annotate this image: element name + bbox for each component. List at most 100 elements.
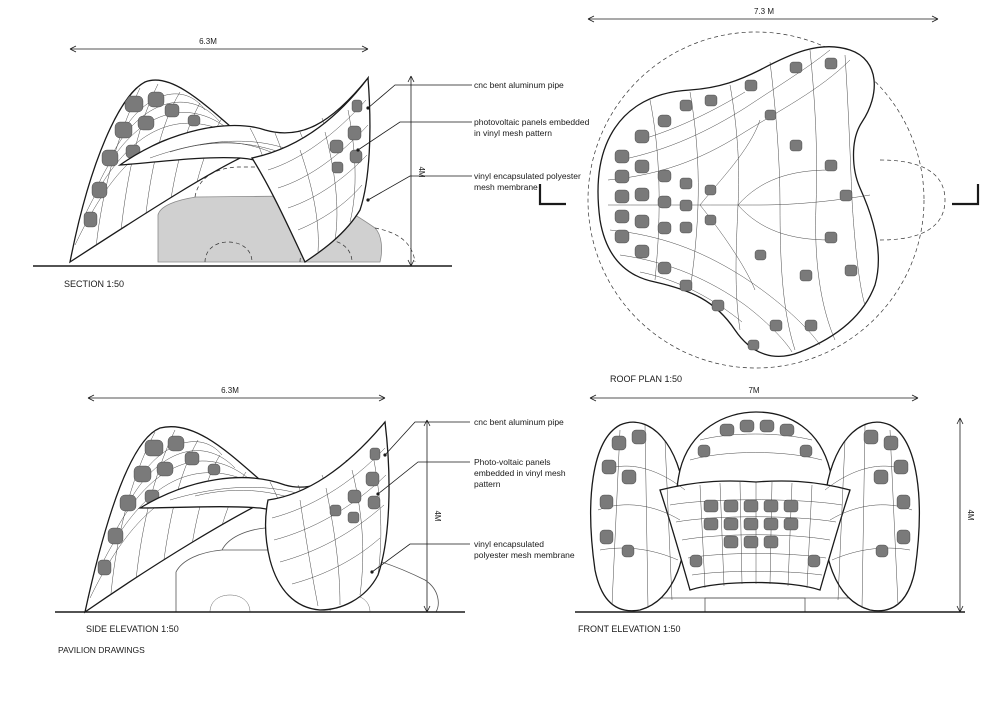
side-height-label: 4M (433, 510, 442, 521)
pv-panel (807, 554, 821, 568)
car-front-bumper (704, 597, 806, 613)
leader-dot (376, 492, 380, 496)
pv-panel (873, 469, 889, 485)
pv-panel (769, 319, 783, 332)
pv-panel (799, 269, 813, 282)
leader-dot (356, 148, 360, 152)
pv-panel (703, 499, 719, 513)
pv-panel (875, 544, 889, 558)
pv-panel (631, 429, 647, 445)
pv-panel (789, 139, 803, 152)
dimension-arrows (407, 75, 415, 267)
callout-membrane-line1: vinyl encapsulated (474, 539, 544, 549)
pv-panel (634, 244, 650, 259)
pv-panel (329, 504, 342, 517)
roof-dashed-projection (879, 159, 946, 241)
callout-leader (377, 461, 470, 495)
side-elevation-drawing: 6.3M 4M (55, 386, 575, 634)
pv-panel (763, 499, 779, 513)
callout-pv-panels-line2: embedded in vinyl mesh (474, 468, 566, 478)
side-width-label: 6.3M (221, 386, 239, 395)
callout-membrane-line2: polyester mesh membrane (474, 550, 575, 560)
pv-panel (824, 231, 838, 244)
pv-panel (763, 535, 779, 549)
section-height-label: 4M (417, 166, 426, 177)
callout-pv-panels-line1: photovoltaic panels embedded (474, 117, 590, 127)
pv-panel (704, 214, 717, 226)
pv-panel (599, 529, 614, 545)
pv-panel (369, 447, 381, 461)
pv-panel (347, 511, 360, 524)
side-panel-grid (89, 429, 276, 606)
pv-panel (614, 149, 630, 164)
pv-panel (804, 319, 818, 332)
pv-panel (107, 527, 124, 545)
leader-dot (366, 106, 370, 110)
pv-panel (144, 439, 164, 457)
right-lobe-mesh (267, 99, 369, 253)
callout-leader (357, 121, 472, 151)
leader-dot (383, 453, 387, 457)
section-caption: SECTION 1:50 (64, 279, 124, 289)
dimension-arrows (87, 394, 386, 402)
leader-dot (366, 198, 370, 202)
pv-panel (167, 435, 185, 452)
pv-panel (789, 61, 803, 74)
pv-panel (697, 444, 711, 458)
callout-leader (371, 543, 470, 573)
front-elevation-drawing: 7M 4M (575, 386, 975, 634)
pv-panel (844, 264, 858, 277)
pv-panel (365, 471, 380, 487)
dimension-arrows (69, 45, 369, 53)
pv-panel (779, 423, 795, 437)
pv-panel (133, 465, 152, 483)
pv-panel (783, 499, 799, 513)
front-tunnel-panels (703, 499, 799, 549)
roof-plan-caption: ROOF PLAN 1:50 (610, 374, 682, 384)
pv-panel (124, 95, 144, 113)
pv-panel (863, 429, 879, 445)
callout-membrane-line1: vinyl encapsulated polyester (474, 171, 581, 181)
pv-panel (824, 159, 838, 172)
pv-panel (799, 444, 813, 458)
sheet-title: PAVILION DRAWINGS (58, 645, 145, 655)
pv-panel (147, 91, 165, 108)
pv-panel (621, 469, 637, 485)
pv-panel (679, 199, 693, 212)
pv-panel (119, 494, 137, 512)
pv-panel (883, 435, 899, 451)
roof-plan-drawing: 7.3 M (538, 7, 980, 384)
pv-panel (184, 451, 200, 466)
pv-panel (349, 149, 363, 164)
pv-panel (614, 209, 630, 224)
front-height-label: 4M (966, 509, 975, 520)
pv-panel (137, 115, 155, 131)
callout-membrane-line2: mesh membrane (474, 182, 538, 192)
pv-panel (634, 159, 650, 174)
front-width-label: 7M (748, 386, 759, 395)
pv-panel (679, 177, 693, 190)
pv-panel (634, 129, 650, 144)
callout-leader (384, 421, 470, 456)
dimension-arrows (956, 417, 964, 613)
dimension-arrows (423, 419, 431, 613)
callout-aluminum-pipe: cnc bent aluminum pipe (474, 417, 564, 427)
pv-panel (783, 517, 799, 531)
roof-mesh-lines (607, 49, 871, 353)
pv-panel (759, 419, 775, 433)
pv-panel (679, 221, 693, 234)
dimension-arrows (589, 394, 919, 402)
side-shell-left-lobe (84, 426, 280, 614)
section-width-label: 6.3M (199, 37, 217, 46)
pv-panel (824, 57, 838, 70)
front-mesh-lines (597, 424, 913, 609)
car-wheel-hidden (204, 241, 253, 263)
leader-dot (370, 570, 374, 574)
pv-panel (896, 529, 911, 545)
pv-panel (347, 489, 362, 504)
pv-panel (754, 249, 767, 261)
roof-width-label: 7.3 M (754, 7, 774, 16)
front-tunnel-mesh (659, 480, 851, 591)
pv-panel (744, 79, 758, 92)
